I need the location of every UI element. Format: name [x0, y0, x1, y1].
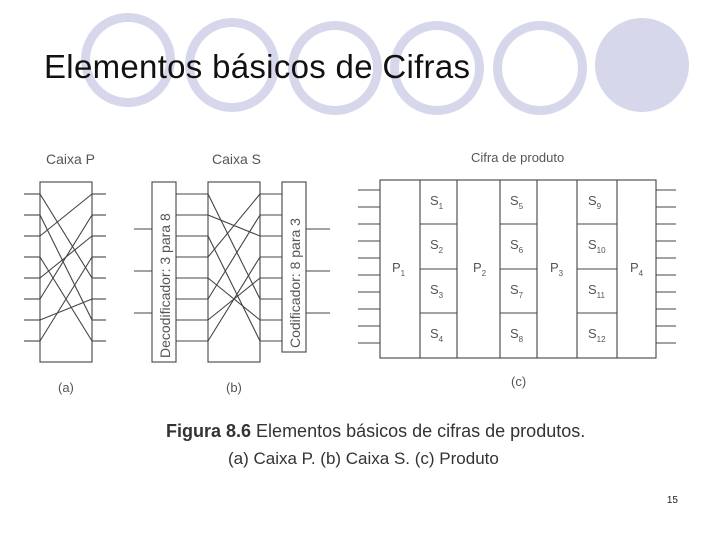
decoder-input-lines: [134, 228, 152, 314]
s-label: S3: [430, 282, 444, 300]
decoder-label: Decodificador: 3 para 8: [157, 213, 173, 358]
s-label: S7: [510, 282, 524, 300]
s-label: S11: [588, 282, 606, 300]
label-c: (c): [511, 374, 526, 389]
encoder-output-lines: [306, 228, 330, 314]
s-label: S4: [430, 326, 444, 344]
pbox-output-lines: [92, 193, 106, 342]
slide-title: Elementos básicos de Cifras: [44, 48, 471, 85]
pbox-title: Caixa P: [46, 151, 95, 167]
product-outer-frame: [379, 179, 657, 359]
figure-caption-line2: (a) Caixa P. (b) Caixa S. (c) Produto: [228, 449, 499, 468]
pbox-wiring: [39, 193, 93, 342]
product-cipher-diagram: [358, 179, 676, 359]
s-label: S8: [510, 326, 524, 344]
product-output-lines: [656, 189, 676, 344]
product-cipher-title: Cifra de produto: [471, 150, 564, 165]
label-a: (a): [58, 380, 74, 395]
p-label-2: P2: [473, 260, 487, 278]
s-label: S2: [430, 237, 444, 255]
label-b: (b): [226, 380, 242, 395]
product-input-lines: [358, 189, 380, 344]
pbox-diagram: [24, 181, 106, 363]
s-label: S10: [588, 237, 606, 255]
figure-caption-text: Elementos básicos de cifras de produtos.: [256, 421, 586, 441]
sbox-diagram: [134, 181, 330, 363]
p-label-4: P4: [630, 260, 644, 278]
decorative-rings: [81, 13, 689, 115]
figure-caption-line1: Figura 8.6 Elementos básicos de cifras d…: [166, 421, 585, 442]
p-label-3: P3: [550, 260, 564, 278]
pbox-input-lines: [24, 193, 40, 342]
encoder-box: [281, 181, 307, 353]
decoder-box: [151, 181, 177, 363]
s-label: S12: [588, 326, 606, 344]
sbox-permutation-frame: [207, 181, 261, 363]
pbox-frame: [39, 181, 93, 363]
s-label: S9: [588, 193, 602, 211]
sbox-connector-lines: [176, 193, 282, 342]
encoder-label: Codificador: 8 para 3: [287, 218, 303, 348]
sbox-title: Caixa S: [212, 151, 261, 167]
s-label: S5: [510, 193, 524, 211]
p-label-1: P1: [392, 260, 406, 278]
sbox-wiring: [207, 193, 261, 342]
figure-number: Figura 8.6: [166, 421, 252, 441]
s-label: S6: [510, 237, 524, 255]
page-number: 15: [666, 495, 678, 506]
s-label: S1: [430, 193, 444, 211]
